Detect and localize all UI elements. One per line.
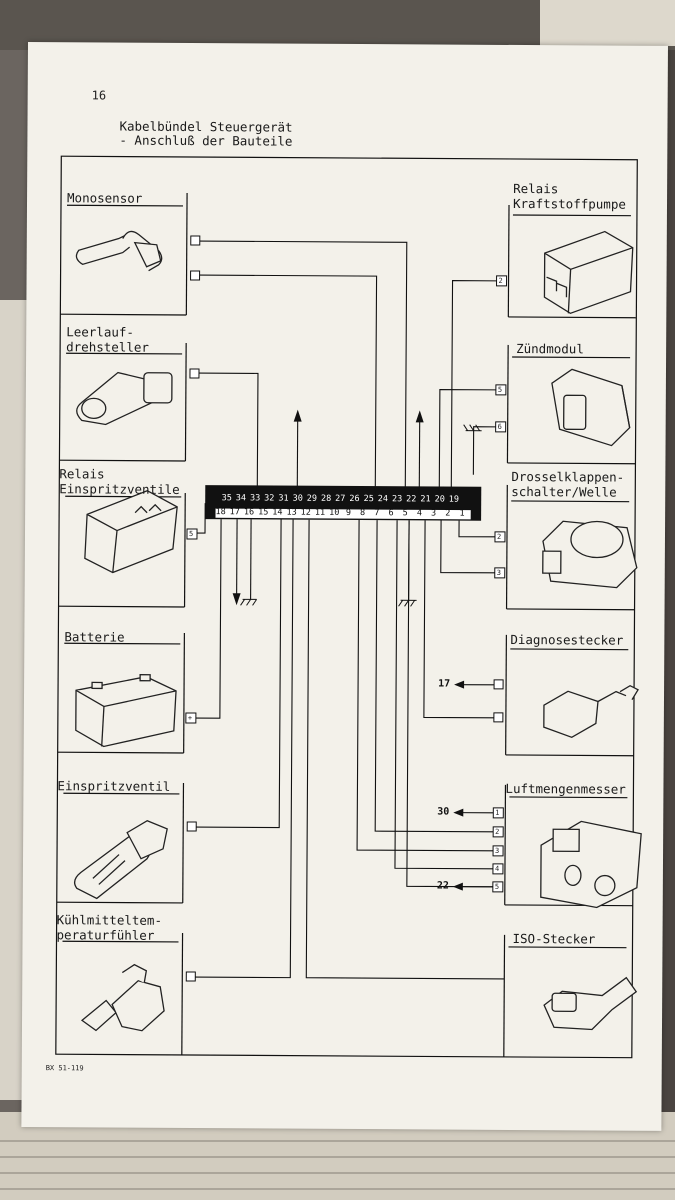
label-einspritzventil: Einspritzventil [57, 778, 171, 794]
pin-batterie: + [187, 713, 193, 723]
connector-pin: 21 [420, 494, 431, 505]
connector-pin: 4 [416, 508, 423, 519]
connector-pin: 7 [374, 508, 380, 519]
terminal-boxes [185, 235, 508, 982]
connector-pin: 6 [388, 508, 394, 519]
connector-pin: 1 [459, 508, 465, 519]
connector-pin: 23 [391, 494, 403, 505]
connector-pin: 2 [445, 508, 451, 519]
airflow-meter-drawing [540, 820, 642, 909]
throttle-switch-drawing [542, 520, 638, 589]
external-22: 22 [436, 880, 449, 892]
connector-pin: 13 [286, 507, 297, 518]
label-leerlauf-2: drehsteller [66, 339, 149, 355]
label-relais-einspritz-2: Einspritzventile [59, 481, 180, 497]
connector-pin: 11 [314, 507, 326, 518]
connector-pin: 33 [249, 493, 261, 504]
label-drossel-1: Drosselklappen- [511, 468, 625, 485]
connector-pin: 35 [221, 493, 232, 504]
label-leerlauf-1: Leerlauf- [66, 324, 135, 340]
pin-zuend-6: 6 [497, 422, 502, 431]
connector-pin: 19 [448, 494, 460, 505]
newspaper-top-right [540, 0, 675, 46]
manual-page: 16 Kabelbündel Steuergerät - Anschluß de… [21, 42, 668, 1131]
pin-pumpe-2: 2 [498, 276, 503, 285]
label-drossel-2: schalter/Welle [511, 483, 617, 500]
connector-pin: 8 [360, 508, 366, 519]
connector-pin: 22 [406, 494, 417, 505]
label-relais-einspritz-1: Relais [59, 466, 105, 482]
label-luftmengen: Luftmengenmesser [505, 780, 626, 797]
connector-pin: 24 [377, 494, 389, 505]
label-diagnose: Diagnosestecker [510, 631, 624, 648]
pin-lmm-3: 3 [495, 846, 500, 855]
external-30: 30 [437, 806, 450, 818]
coolant-sensor-drawing [80, 963, 165, 1032]
connector-pin: 25 [363, 494, 374, 505]
connector-pin: 15 [258, 507, 269, 518]
wiring-diagram [55, 155, 642, 1059]
injector-relay-drawing [84, 490, 178, 574]
page-number: 16 [91, 88, 107, 103]
pin-zuend-5: 5 [497, 385, 503, 394]
pin-drossel-3: 3 [496, 568, 502, 577]
monosensor-drawing [75, 230, 163, 272]
connector-pin: 3 [431, 508, 437, 519]
pin-lmm-2: 2 [495, 827, 500, 836]
newsprint-line [0, 1156, 675, 1158]
connector-pin: 17 [229, 507, 240, 518]
pin-relais-einspritz: 5 [188, 529, 194, 539]
connector-pin: 30 [292, 493, 303, 504]
external-17: 17 [438, 678, 451, 690]
diagnostic-connector-drawing [543, 684, 639, 739]
label-relais-pumpe-2: Kraftstoffpumpe [512, 195, 626, 212]
injector-drawing [73, 820, 168, 900]
fuel-pump-relay-drawing [543, 230, 634, 315]
label-monosensor: Monosensor [67, 190, 143, 206]
label-relais-pumpe-1: Relais [513, 180, 559, 197]
connector-pin: 20 [434, 494, 445, 505]
ignition-module-drawing [551, 368, 631, 447]
iso-connector-drawing [543, 976, 638, 1031]
idle-actuator-drawing [76, 371, 173, 426]
connector-pin: 18 [215, 507, 226, 518]
connector-pin: 10 [329, 507, 340, 518]
connector-pin: 16 [243, 507, 255, 518]
newsprint-line [0, 1172, 675, 1174]
page-subtitle: - Anschluß der Bauteile [119, 132, 293, 149]
label-kuehlmittel-1: Kühlmitteltem- [56, 912, 163, 928]
label-iso: ISO-Stecker [512, 930, 596, 947]
pin-lmm-4: 4 [494, 864, 500, 873]
connector-pin: 32 [264, 493, 275, 504]
ecu-connector [205, 485, 482, 521]
connector-pin: 14 [272, 507, 283, 518]
label-kuehlmittel-2: peraturfühler [56, 927, 155, 943]
figure-code: BX 51-119 [45, 1064, 84, 1073]
connector-pin: 28 [320, 493, 332, 504]
pin-drossel-2: 2 [496, 532, 502, 541]
newsprint-line [0, 1188, 675, 1190]
label-batterie: Batterie [64, 629, 125, 645]
connector-pin: 12 [300, 507, 311, 518]
label-zuendmodul: Zündmodul [516, 340, 584, 357]
connector-pin: 26 [349, 493, 360, 505]
connector-pin: 29 [306, 493, 318, 504]
battery-drawing [75, 674, 177, 748]
connector-pin: 27 [335, 493, 346, 504]
diagram-frame [55, 155, 638, 1059]
ground-symbols [240, 424, 482, 607]
connector-pin: 31 [278, 493, 289, 504]
connector-pin: 9 [345, 507, 352, 518]
newsprint-line [0, 1140, 675, 1142]
wires [194, 240, 505, 980]
pin-lmm-5: 5 [494, 882, 500, 891]
connector-pin: 5 [402, 508, 408, 519]
connector-pin: 34 [235, 493, 247, 504]
pin-lmm-1: 1 [495, 808, 500, 817]
component-illustrations [73, 230, 642, 1032]
